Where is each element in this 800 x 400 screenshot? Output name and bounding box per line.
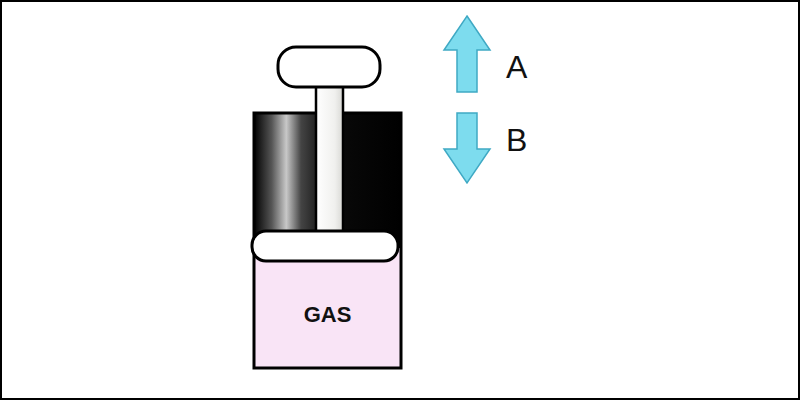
piston-rod (316, 84, 343, 234)
piston-head (252, 231, 398, 261)
direction-letter: A (506, 51, 527, 83)
gas-label: GAS (304, 302, 352, 328)
direction-letter: B (506, 124, 527, 156)
gas-fill (254, 248, 401, 368)
arrow-down (444, 113, 490, 183)
gas-region: GAS (257, 263, 398, 366)
arrow-up (444, 16, 490, 92)
piston-handle (278, 47, 380, 87)
